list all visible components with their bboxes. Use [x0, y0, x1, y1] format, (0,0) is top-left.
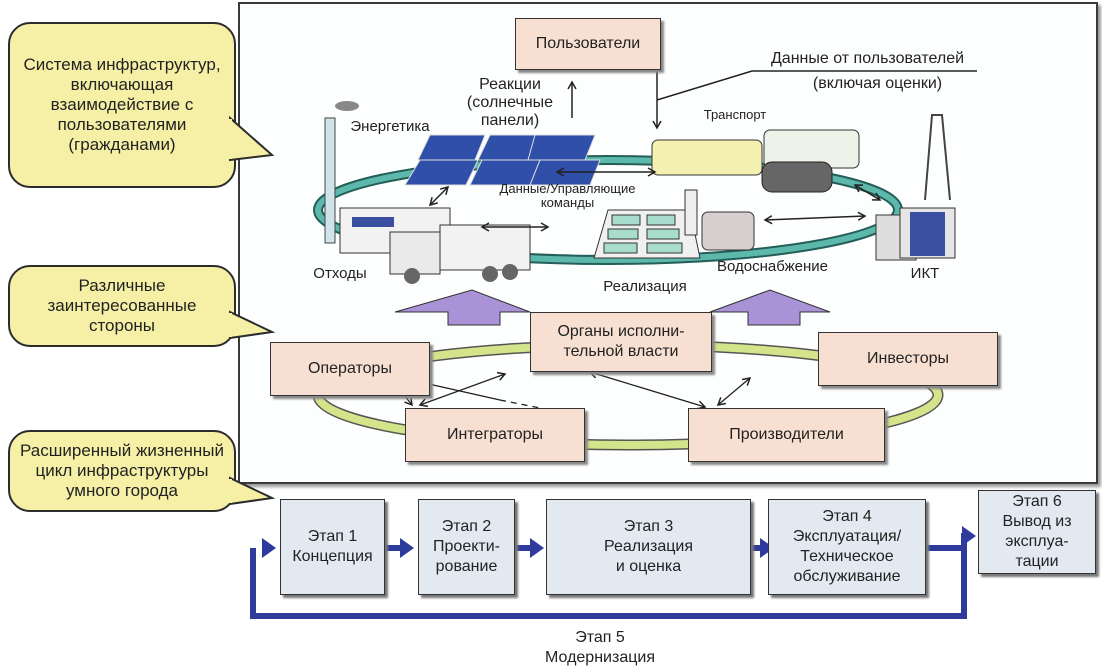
up-arrow-left	[394, 289, 531, 326]
stage-3-box: Этап 3 Реализация и оценка	[546, 499, 751, 595]
lifecycle-arrowheads	[262, 526, 976, 558]
callout-lifecycle: Расширенный жизненный цикл инфраструктур…	[8, 430, 236, 512]
executive-authorities-box: Органы исполни- тельной власти	[530, 312, 712, 372]
ict-tower-icon	[875, 114, 956, 261]
up-arrow-right	[709, 289, 831, 326]
waste-label: Отходы	[313, 265, 367, 282]
stage-4-box: Этап 4 Эксплуатация/ Техническое обслужи…	[768, 499, 926, 595]
solar-panels-icon	[404, 134, 601, 186]
waste-truck-icon	[339, 207, 531, 284]
water-label: Водоснабжение	[716, 258, 829, 275]
user-data-label: Данные от пользователей	[770, 50, 965, 67]
stage-6-box: Этап 6 Вывод из эксплуа- тации	[978, 490, 1096, 574]
transport-label: Транспорт	[703, 107, 767, 122]
data-control-label: Данные/Управляющие команды	[499, 181, 636, 210]
users-box: Пользователи	[515, 18, 661, 70]
manufacturers-box: Производители	[688, 408, 885, 462]
investors-box: Инвесторы	[818, 332, 998, 386]
stage-5-label: Этап 5 Модернизация	[545, 629, 655, 666]
integrators-box: Интеграторы	[405, 408, 585, 462]
reactions-label: Реакции (солнечные панели)	[466, 76, 554, 129]
energy-chimney-icon	[324, 101, 359, 244]
operators-box: Операторы	[270, 342, 430, 396]
transport-icon	[651, 129, 860, 193]
energy-label: Энергетика	[350, 118, 430, 135]
stage-2-box: Этап 2 Проекти- рование	[418, 499, 515, 595]
callout-infrastructure-system: Система инфраструктур, включающая взаимо…	[8, 22, 236, 188]
user-data-sublabel: (включая оценки)	[812, 75, 943, 92]
ict-label: ИКТ	[910, 265, 940, 282]
realization-label: Реализация	[603, 278, 687, 295]
stage-1-box: Этап 1 Концепция	[280, 499, 385, 595]
treatment-plant-icon	[593, 189, 755, 259]
callout-stakeholders: Различные заинтересованные стороны	[8, 265, 236, 347]
